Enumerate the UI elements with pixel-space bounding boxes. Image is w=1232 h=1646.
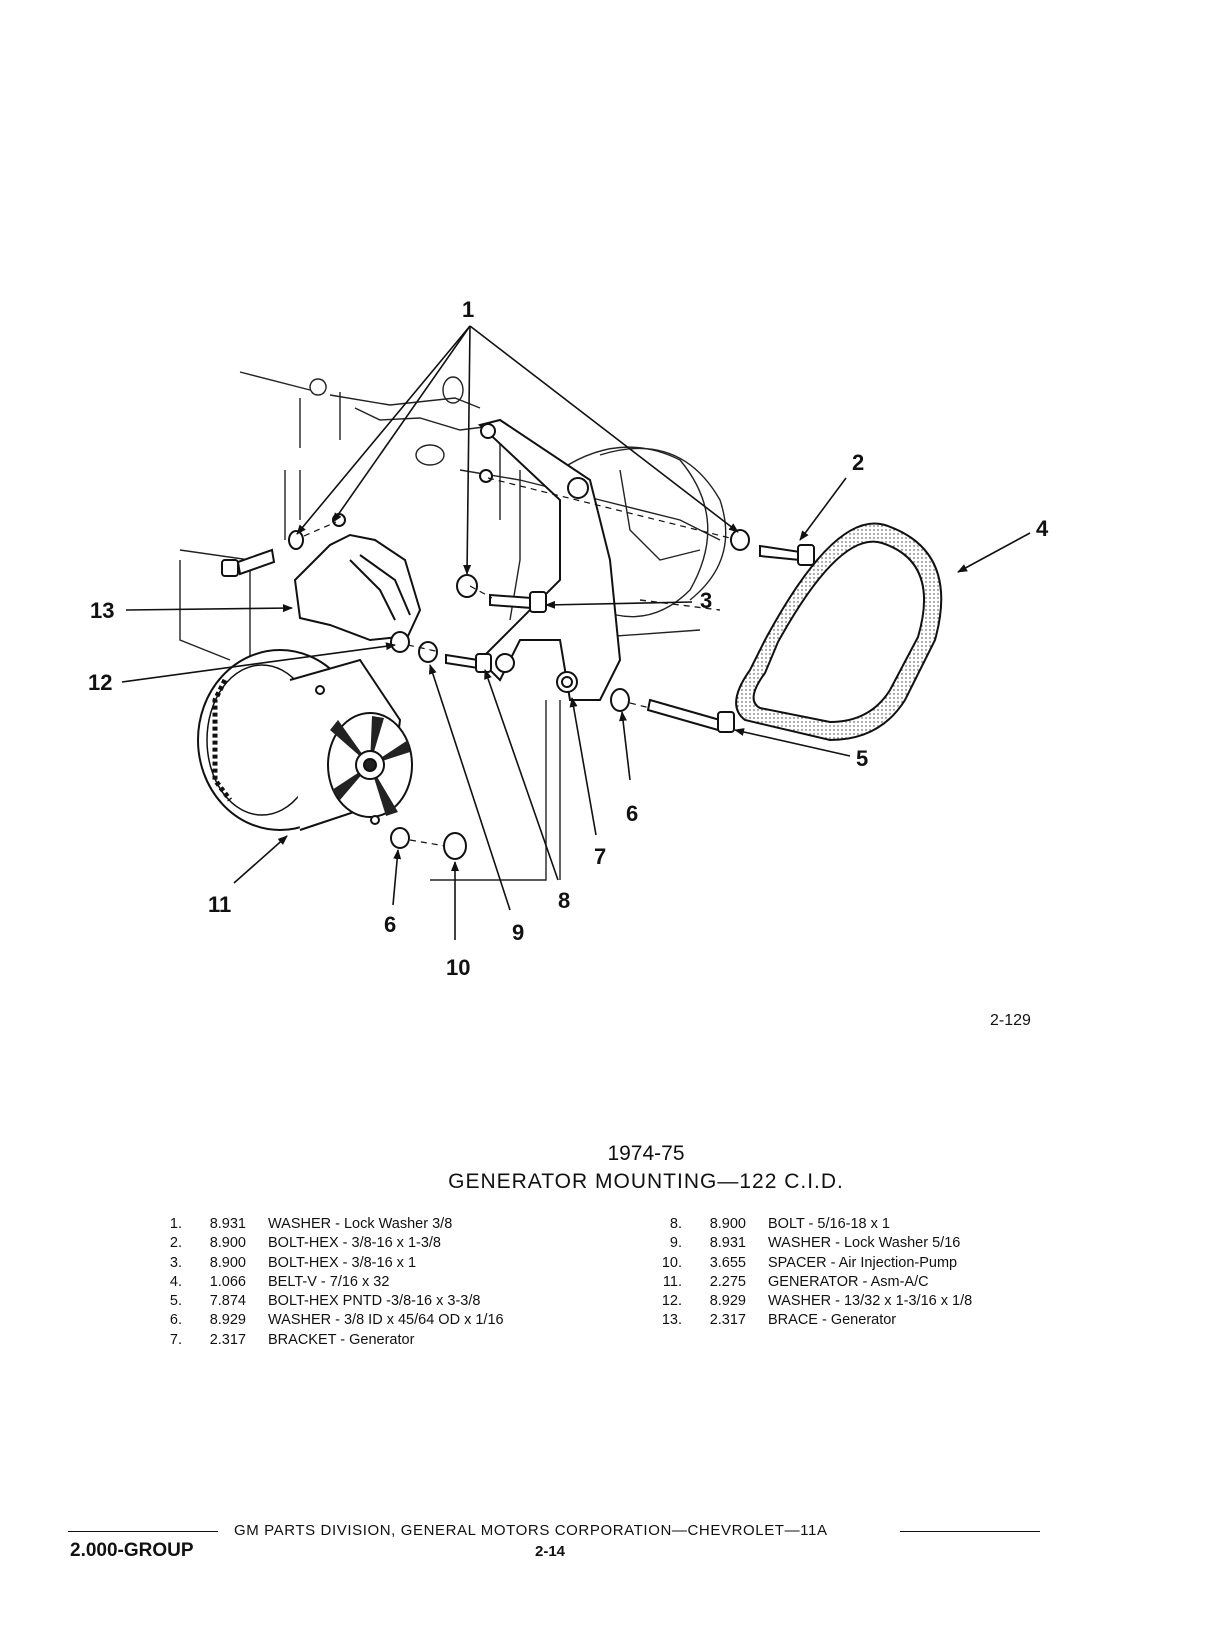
callout-4: 4 <box>1036 516 1049 541</box>
callout-10: 10 <box>446 955 470 980</box>
washer-12 <box>390 631 410 653</box>
callout-8: 8 <box>558 888 570 913</box>
fasteners <box>221 529 815 860</box>
exploded-view-diagram: 1 2 3 4 5 6 7 8 9 10 11 12 13 6 <box>88 297 1049 980</box>
callout-13: 13 <box>90 598 114 623</box>
bolt-hex-2 <box>759 544 815 566</box>
lock-washer-3 <box>456 574 478 598</box>
leader-lines <box>121 325 1031 940</box>
alignment-lines <box>303 477 731 847</box>
generator-assembly <box>197 649 413 831</box>
callout-12: 12 <box>88 670 112 695</box>
callout-6-right: 6 <box>626 801 638 826</box>
figure-reference: 2-129 <box>990 1012 1031 1029</box>
callout-labels: 1 2 3 4 5 6 7 8 9 10 11 12 13 6 <box>88 297 1049 980</box>
callout-11: 11 <box>208 892 231 917</box>
title-year: 1974-75 <box>607 1142 685 1165</box>
lock-washer-9 <box>418 641 438 663</box>
callout-5: 5 <box>856 746 868 771</box>
footer-rule-right <box>900 1531 1040 1532</box>
bolt-hex-left <box>221 548 276 577</box>
spacer-10 <box>443 832 467 860</box>
callout-6-lower: 6 <box>384 912 396 937</box>
callout-7: 7 <box>594 844 606 869</box>
brace-generator <box>293 513 422 642</box>
callout-1: 1 <box>462 297 474 322</box>
group-label: 2.000-GROUP <box>70 1540 194 1561</box>
bolt-hex-3 <box>489 591 547 613</box>
washer-6-lower <box>390 827 410 849</box>
callout-3: 3 <box>700 588 712 613</box>
lock-washer-left <box>288 530 304 550</box>
footer-rule-left <box>68 1531 218 1532</box>
v-belt <box>735 522 943 742</box>
bolt-hex-pntd-5 <box>646 698 735 733</box>
callout-2: 2 <box>852 450 864 475</box>
lock-washer-2 <box>730 529 750 551</box>
callout-9: 9 <box>512 920 524 945</box>
title-main: GENERATOR MOUNTING—122 C.I.D. <box>448 1170 844 1193</box>
page-number: 2-14 <box>535 1543 566 1560</box>
washer-6-right <box>610 688 630 712</box>
bracket-generator <box>477 418 622 701</box>
figure-title: 1974-75 GENERATOR MOUNTING—122 C.I.D. <box>0 1142 1232 1194</box>
footer-corporation: GM PARTS DIVISION, GENERAL MOTORS CORPOR… <box>234 1522 828 1539</box>
bolt-5-16 <box>445 653 492 673</box>
engine-block <box>179 371 727 881</box>
